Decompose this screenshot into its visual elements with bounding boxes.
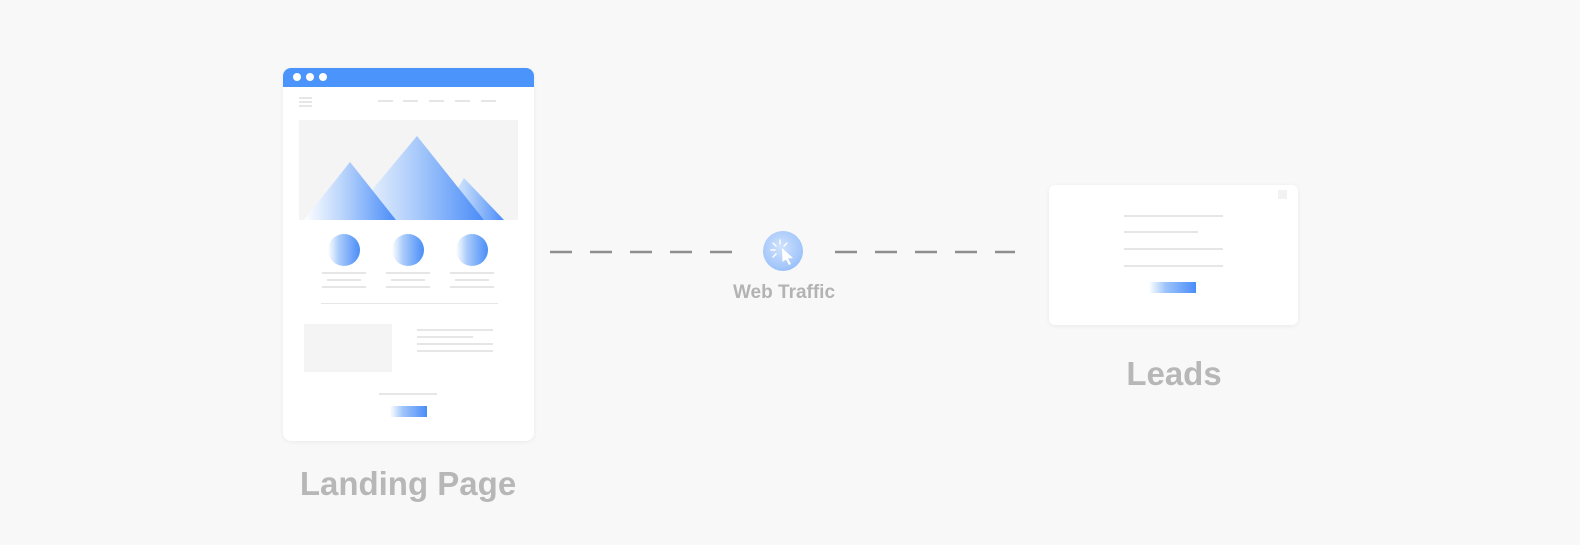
feature-icon <box>392 234 424 266</box>
feature-icon <box>456 234 488 266</box>
nav-placeholder <box>403 100 418 102</box>
window-dot-icon <box>306 73 314 81</box>
hamburger-menu-icon <box>283 68 323 113</box>
close-icon <box>1278 190 1287 199</box>
text-placeholder <box>379 393 437 395</box>
mountains-icon <box>304 136 504 220</box>
cta-button <box>390 406 427 417</box>
form-field-placeholder <box>1124 231 1198 233</box>
cursor-click-icon <box>763 231 803 271</box>
text-placeholder <box>455 279 489 281</box>
feature-icon <box>328 234 360 266</box>
text-placeholder <box>322 286 366 288</box>
nav-placeholder <box>455 100 470 102</box>
hero-image <box>299 120 518 220</box>
leads-label: Leads <box>1126 355 1222 392</box>
landing-page-label: Landing Page <box>299 465 517 502</box>
text-placeholder <box>417 343 493 345</box>
form-field-placeholder <box>1124 248 1223 250</box>
text-placeholder <box>386 286 430 288</box>
window-dot-icon <box>319 73 327 81</box>
text-placeholder <box>417 336 473 338</box>
text-placeholder <box>327 279 361 281</box>
text-placeholder <box>417 329 493 331</box>
text-placeholder <box>322 272 366 274</box>
landing-page-mockup <box>283 68 534 441</box>
divider <box>321 303 498 304</box>
text-placeholder <box>450 272 494 274</box>
form-field-placeholder <box>1124 265 1223 267</box>
window-dot-icon <box>293 73 301 81</box>
browser-title-bar <box>283 68 534 87</box>
nav-placeholder <box>429 100 444 102</box>
text-placeholder <box>417 350 493 352</box>
text-placeholder <box>391 279 425 281</box>
image-placeholder <box>304 324 392 372</box>
nav-placeholder <box>378 100 393 102</box>
connector-line <box>550 250 1015 254</box>
text-placeholder <box>450 286 494 288</box>
submit-button <box>1149 282 1196 293</box>
leads-form-card <box>1049 185 1298 325</box>
text-placeholder <box>386 272 430 274</box>
web-traffic-label: Web Traffic <box>732 282 836 303</box>
form-field-placeholder <box>1124 215 1223 217</box>
nav-placeholder <box>481 100 496 102</box>
